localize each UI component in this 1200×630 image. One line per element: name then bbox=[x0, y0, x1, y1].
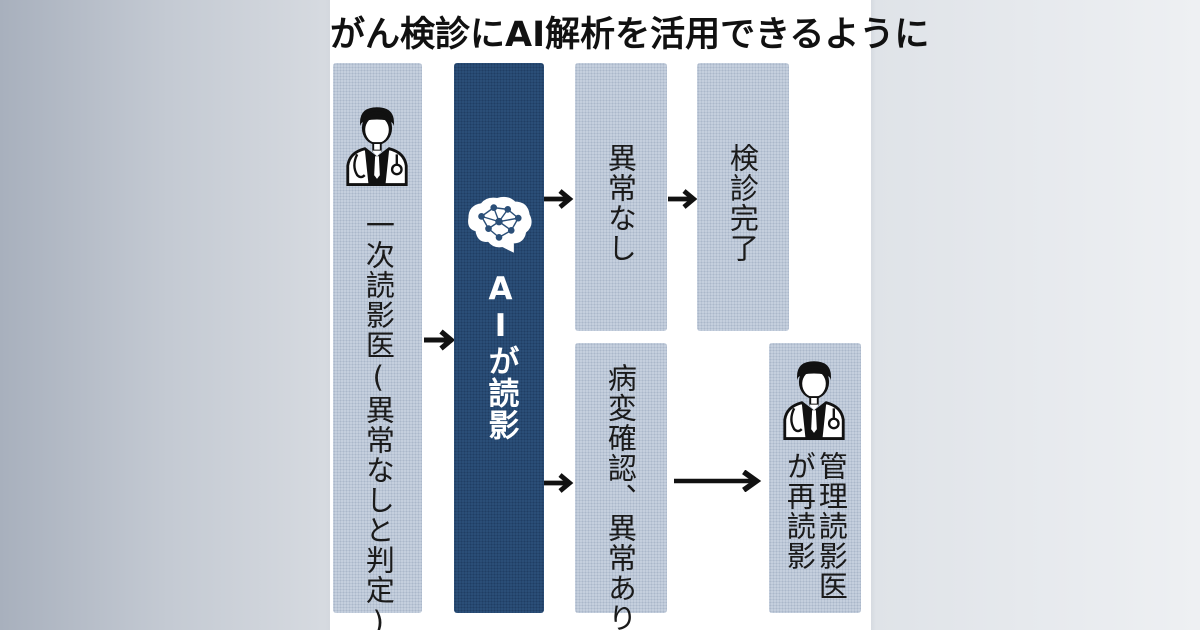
arrow-right-icon bbox=[544, 189, 574, 209]
exam-complete-label: 検診完了 bbox=[725, 143, 760, 263]
no-abnormality-label: 異常なし bbox=[603, 143, 638, 263]
arrow-right-icon bbox=[674, 470, 762, 492]
doctor-icon bbox=[346, 107, 408, 186]
exam-complete-box: 検診完了 bbox=[697, 63, 789, 331]
ai-reading-box: AIが読影 bbox=[454, 63, 544, 613]
arrow-right-icon bbox=[424, 329, 456, 351]
supervisor-label-line1: 管理読影医 bbox=[814, 451, 849, 601]
supervisor-label-line2: が再読影 bbox=[782, 451, 817, 571]
ai-brain-icon bbox=[468, 196, 532, 253]
diagram-canvas: がん検診にAI解析を活用できるように 一次読影医(異常なしと判定) bbox=[330, 0, 930, 630]
arrow-right-icon bbox=[668, 189, 698, 209]
first-reader-box: 一次読影医(異常なしと判定) bbox=[333, 63, 422, 630]
lesion-found-box: 病変確認、異常あり bbox=[575, 343, 667, 630]
lesion-found-label: 病変確認、異常あり bbox=[603, 363, 638, 630]
supervisor-box: 管理読影医 が再読影 bbox=[769, 343, 861, 613]
ai-reading-label: AIが読影 bbox=[482, 271, 519, 441]
diagram-title: がん検診にAI解析を活用できるように bbox=[330, 15, 930, 55]
no-abnormality-box: 異常なし bbox=[575, 63, 667, 331]
arrow-right-icon bbox=[544, 473, 574, 493]
first-reader-label: 一次読影医(異常なしと判定) bbox=[361, 210, 396, 630]
doctor-icon bbox=[783, 361, 845, 440]
